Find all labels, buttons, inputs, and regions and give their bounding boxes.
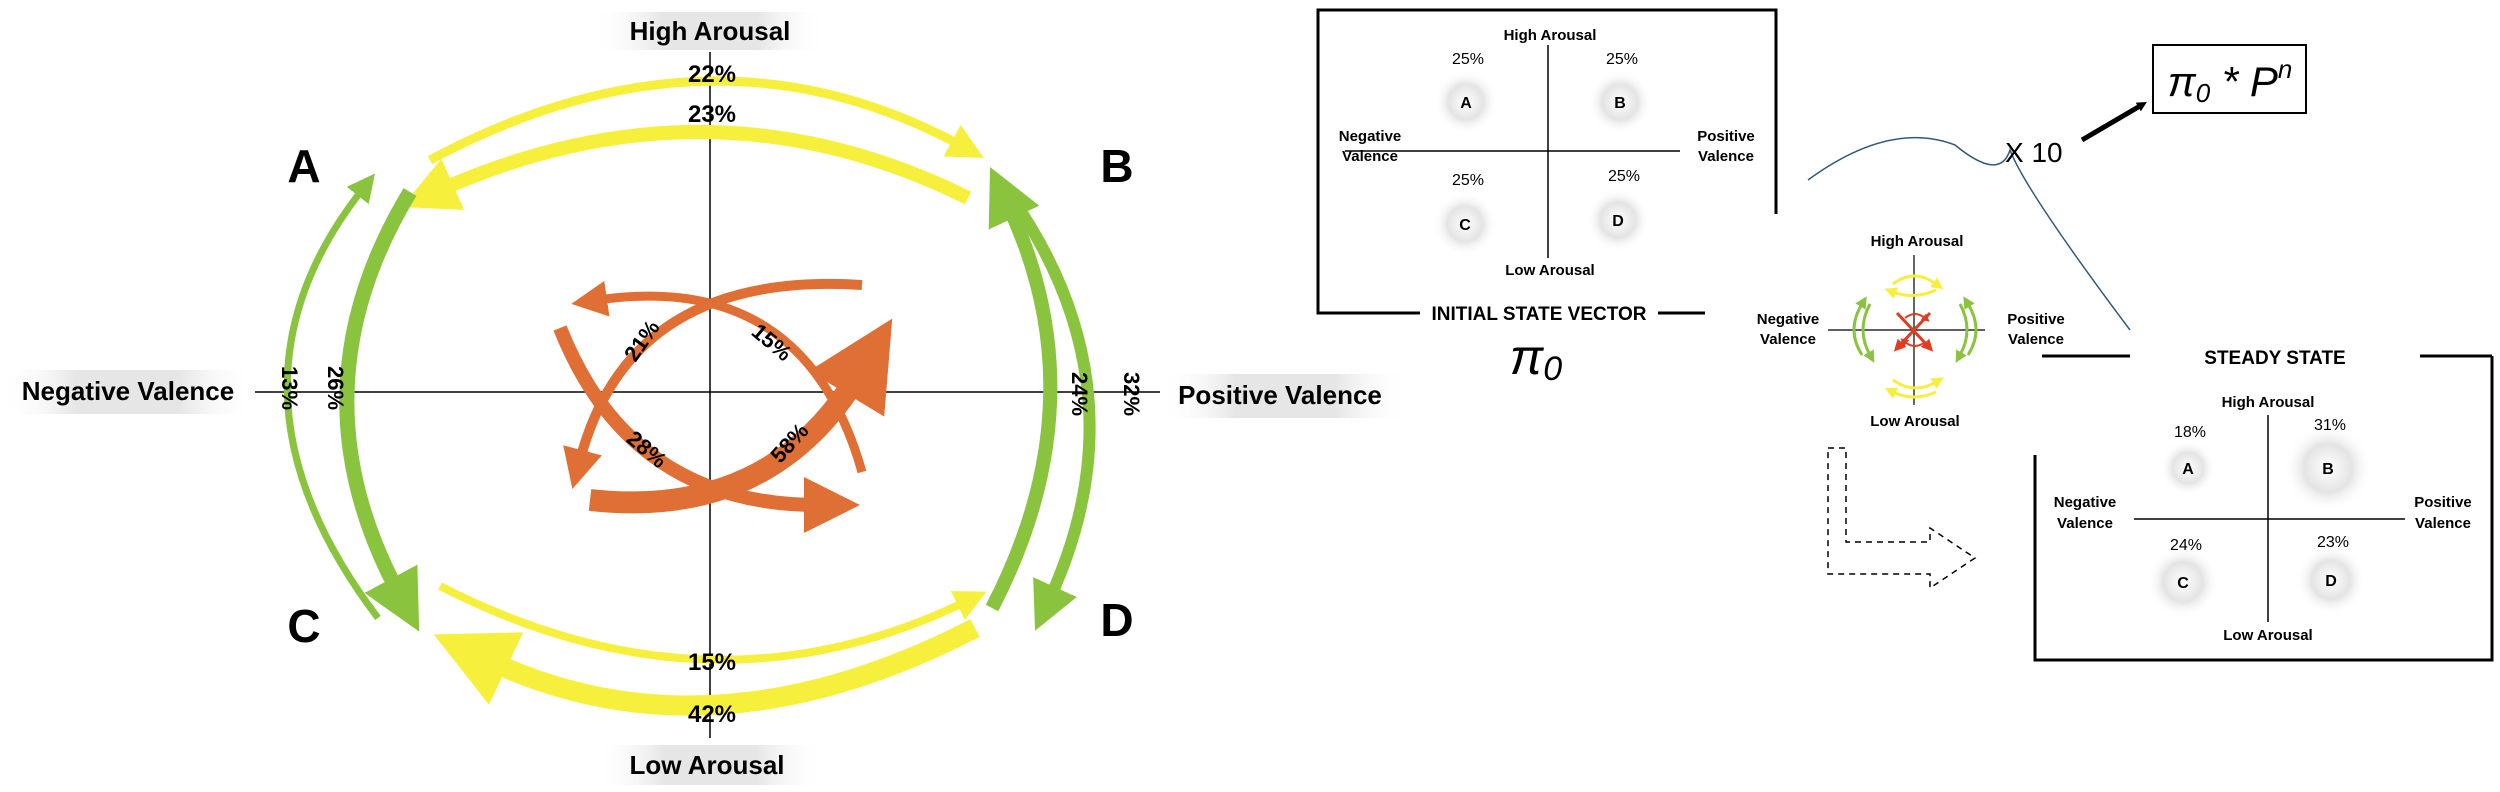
pct-a-to-c: 26%	[323, 366, 348, 410]
arrow-d-to-c	[433, 619, 980, 716]
steady-state-a-circle	[2160, 440, 2216, 496]
main-circumplex: High Arousal Low Arousal Negative Valenc…	[0, 12, 1410, 785]
multiplier-label: X 10	[2005, 137, 2063, 168]
initial-state-a-pct: 25%	[1452, 51, 1484, 68]
steady-positive-label: Positive	[2414, 494, 2472, 511]
initial-positive-label: Positive	[1697, 128, 1755, 145]
arrow-a-to-c	[339, 188, 420, 632]
arrow-a-to-d	[588, 318, 893, 514]
arrow-d-to-a	[571, 280, 867, 474]
dashed-flow-arrow	[1827, 447, 1977, 590]
connector-curve	[1807, 136, 2131, 331]
mini-yellow-top-arrow	[1892, 274, 1944, 290]
initial-state-b-label: B	[1614, 95, 1626, 112]
steady-state-b-circle	[2284, 424, 2372, 512]
mini-red-arrow-4	[1900, 338, 1926, 347]
steady-state-d-pct: 23%	[2317, 534, 2349, 551]
mini-green-left-arrow-2	[1852, 296, 1867, 356]
mini-yellow-bottom-arrow	[1892, 377, 1944, 390]
initial-panel-title: INITIAL STATE VECTOR	[1432, 304, 1647, 325]
initial-state-b-circle	[1588, 70, 1652, 134]
mini-negative-label: Negative	[1757, 311, 1820, 328]
steady-negative-label: Negative	[2054, 494, 2117, 511]
pct-c-to-b: 15%	[747, 319, 797, 366]
mini-red-arrow-1	[1895, 311, 1934, 352]
arrow-b-to-c	[553, 325, 860, 533]
pct-c-to-a: 13%	[277, 366, 302, 410]
initial-valence-right-label: Valence	[1698, 148, 1754, 165]
pct-a-to-b: 22%	[688, 61, 736, 88]
steady-state-d-label: D	[2325, 573, 2337, 590]
initial-state-c-circle	[1433, 192, 1497, 256]
quadrant-d-label: D	[1100, 594, 1133, 646]
arrow-b-to-a	[401, 125, 972, 210]
arrow-b-to-d	[1007, 194, 1096, 631]
arrow-c-to-d	[438, 582, 987, 664]
mini-green-right-arrow	[1955, 303, 1969, 363]
initial-negative-label: Negative	[1339, 128, 1402, 145]
main-positive-valence-label: Positive Valence	[1178, 380, 1382, 410]
initial-high-arousal-label: High Arousal	[1504, 27, 1597, 44]
initial-valence-left-label: Valence	[1342, 148, 1398, 165]
mini-valence-left-label: Valence	[1760, 331, 1816, 348]
steady-state-b-pct: 31%	[2314, 417, 2346, 434]
pct-c-to-d: 15%	[688, 649, 736, 676]
pct-b-to-d: 24%	[1067, 372, 1092, 416]
mini-positive-label: Positive	[2007, 311, 2065, 328]
mini-yellow-bottom-arrow-2	[1884, 387, 1937, 399]
steady-high-arousal-label: High Arousal	[2222, 394, 2315, 411]
formula-box	[2152, 44, 2307, 114]
mini-valence-right-label: Valence	[2008, 331, 2064, 348]
pct-d-to-c: 42%	[688, 701, 736, 728]
initial-state-d-label: D	[1612, 213, 1624, 230]
initial-state-d-circle	[1586, 188, 1650, 252]
initial-state-c-pct: 25%	[1452, 172, 1484, 189]
pct-b-to-a: 23%	[688, 101, 736, 128]
steady-panel-title: STEADY STATE	[2204, 348, 2345, 369]
mini-low-arousal-label: Low Arousal	[1870, 413, 1959, 430]
mini-green-right-arrow-2	[1963, 296, 1978, 356]
quadrant-b-label: B	[1100, 140, 1133, 192]
mini-high-arousal-label: High Arousal	[1871, 233, 1964, 250]
mini-yellow-top-arrow-2	[1884, 287, 1937, 299]
steady-valence-left-label: Valence	[2057, 515, 2113, 532]
initial-state-a-label: A	[1460, 95, 1472, 112]
steady-state-a-label: A	[2182, 461, 2194, 478]
formula-arrow	[2080, 101, 2147, 143]
initial-state-d-pct: 25%	[1608, 168, 1640, 185]
arrow-d-to-b	[985, 167, 1058, 612]
steady-state-a-pct: 18%	[2174, 424, 2206, 441]
main-negative-valence-label: Negative Valence	[22, 376, 234, 406]
steady-state-d-circle	[2296, 545, 2366, 615]
formula-text: π0 * Pn	[2168, 54, 2293, 108]
pct-d-to-b: 32%	[1119, 372, 1144, 416]
initial-state-b-pct: 25%	[1606, 51, 1638, 68]
quadrant-c-label: C	[287, 600, 320, 652]
quadrant-a-label: A	[287, 140, 320, 192]
steady-state-panel: STEADY STATE High Arousal Low Arousal Ne…	[2033, 348, 2494, 662]
initial-state-panel: High Arousal Low Arousal Negative Valenc…	[1316, 8, 1778, 388]
mini-red-arrow-3	[1904, 313, 1930, 322]
initial-state-c-label: C	[1459, 217, 1471, 234]
arrow-c-to-a	[283, 173, 381, 621]
arrow-a-to-b	[427, 76, 984, 164]
steady-state-b-label: B	[2322, 461, 2334, 478]
steady-state-c-pct: 24%	[2170, 537, 2202, 554]
main-low-arousal-label: Low Arousal	[629, 750, 784, 780]
mini-green-left-arrow	[1861, 303, 1875, 363]
steady-state-c-circle	[2147, 546, 2219, 618]
initial-low-arousal-label: Low Arousal	[1505, 262, 1594, 279]
initial-state-symbol: π0	[1510, 329, 1563, 388]
transition-mini-diagram: X 10 π0 * Pn High Arousal Low Arousal Ne…	[1757, 44, 2307, 590]
steady-low-arousal-label: Low Arousal	[2223, 627, 2312, 644]
steady-state-c-label: C	[2177, 575, 2189, 592]
mini-red-arrow-2	[1893, 311, 1932, 352]
initial-state-a-circle	[1434, 70, 1498, 134]
main-high-arousal-label: High Arousal	[630, 16, 791, 46]
arrow-c-to-b	[563, 279, 863, 490]
steady-valence-right-label: Valence	[2415, 515, 2471, 532]
